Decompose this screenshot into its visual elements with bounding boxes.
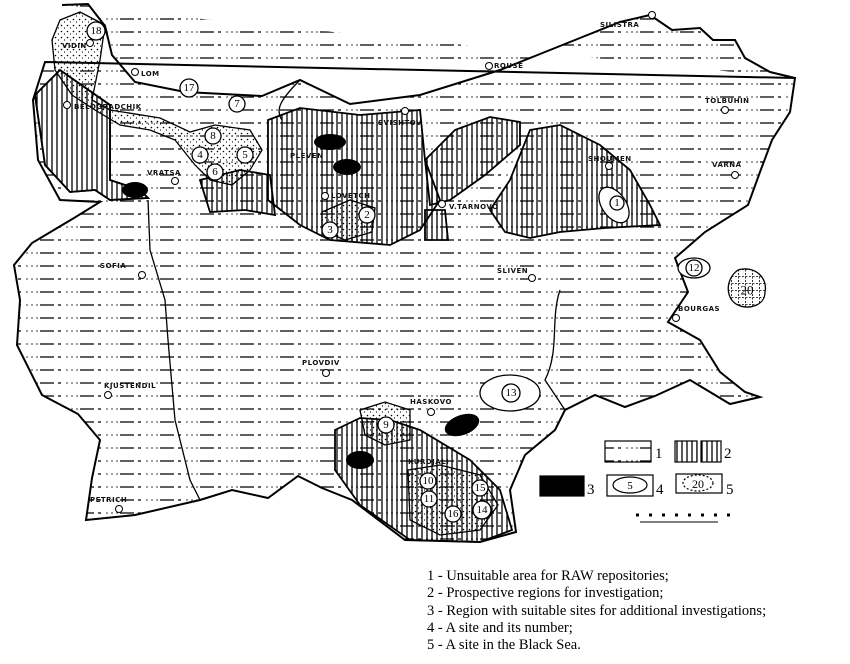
caption-line-4: 4 - A site and its number; (427, 619, 573, 636)
legend-swatch-2 (700, 440, 722, 463)
site-8: 8 (204, 127, 222, 145)
site-10: 10 (419, 472, 437, 490)
city-plovdiv: PLOVDIV (302, 359, 340, 367)
legend-swatch-1 (604, 440, 652, 463)
svg-text:14: 14 (477, 504, 489, 516)
city-kyustendil: KJUSTENDIL (104, 382, 156, 390)
svg-text:4: 4 (197, 149, 203, 161)
city-vratsa: VRATSA (147, 169, 181, 177)
caption-line-1: 1 - Unsuitable area for RAW repositories… (427, 568, 669, 584)
map-legend: 1 2 3 5 4 20 5 (539, 440, 734, 523)
site-16: 16 (444, 505, 462, 523)
svg-text:4: 4 (656, 482, 664, 498)
city-lom: LOM (141, 70, 160, 78)
site-18: 18 (86, 21, 106, 41)
site-13: 13 (501, 383, 521, 403)
svg-text:17: 17 (184, 82, 196, 94)
svg-text:6: 6 (212, 166, 218, 178)
svg-text:13: 13 (506, 387, 518, 399)
site-5: 5 (236, 146, 254, 164)
city-burgas: BOURGAS (678, 305, 720, 313)
city-sofia: SOFIA (100, 262, 126, 270)
svg-text:7: 7 (234, 98, 240, 110)
site-14: 14 (472, 500, 492, 520)
site-12: 12 (685, 259, 703, 277)
svg-text:12: 12 (689, 262, 700, 274)
city-pleven: PLEVEN (290, 152, 323, 160)
city-kardzhali: KURDJALI (408, 458, 449, 466)
city-svishtov: SVISHTOV (378, 119, 422, 127)
svg-text:5: 5 (726, 482, 734, 498)
city-labels: VIDIN LOM BELOGRADCHIK VRATSA PLEVEN LOV… (62, 21, 750, 504)
svg-text:16: 16 (448, 508, 460, 520)
city-silistra: SILISTRA (600, 21, 639, 29)
svg-text:2: 2 (724, 446, 732, 462)
city-petrich: PETRICH (90, 496, 127, 504)
svg-text:15: 15 (475, 482, 487, 494)
svg-text:18: 18 (91, 25, 103, 37)
svg-text:3: 3 (587, 482, 595, 498)
svg-text:2: 2 (364, 209, 370, 221)
city-lovech: LOVETCH (331, 192, 370, 200)
site-9: 9 (377, 416, 395, 434)
svg-text:11: 11 (424, 493, 435, 505)
city-tolbuhin: TOLBUHIN (705, 97, 750, 105)
internal-borders (147, 79, 566, 501)
site-15: 15 (471, 479, 489, 497)
site-2: 2 (358, 206, 376, 224)
svg-text:8: 8 (210, 130, 216, 142)
svg-text:1: 1 (614, 197, 620, 209)
suitable-regions (122, 134, 480, 469)
city-ruse: ROUSE (494, 62, 523, 70)
legend-swatch-3 (539, 475, 585, 497)
site-4: 4 (191, 146, 209, 164)
city-shumen: SHOUMEN (588, 155, 632, 163)
city-vidin: VIDIN (62, 42, 87, 50)
site-20: 20 (741, 283, 754, 298)
svg-text:1: 1 (655, 446, 663, 462)
site-6: 6 (206, 163, 224, 181)
cities (63, 11, 739, 513)
site-1: 1 (609, 195, 625, 211)
city-belogradchik: BELOGRADCHIK (74, 103, 142, 111)
bulgaria-map: VIDIN LOM BELOGRADCHIK VRATSA PLEVEN LOV… (12, 2, 797, 544)
site-7: 7 (228, 95, 246, 113)
site-11: 11 (420, 490, 438, 508)
svg-text:20: 20 (741, 283, 754, 298)
svg-text:20: 20 (692, 477, 704, 491)
site-3: 3 (321, 221, 339, 239)
legend-caption: 1 - Unsuitable area for RAW repositories… (427, 568, 766, 654)
svg-text:5: 5 (242, 149, 248, 161)
site-markers: 1 2 3 4 5 6 7 8 9 10 11 12 13 14 15 16 1… (86, 21, 754, 523)
city-tarnovo: V.TARNOVO (449, 203, 499, 211)
svg-text:9: 9 (383, 419, 389, 431)
caption-line-2: 2 - Prospective regions for investigatio… (427, 585, 664, 602)
caption-line-3: 3 - Region with suitable sites for addit… (427, 602, 767, 619)
city-varna: VARNA (712, 161, 742, 169)
city-haskovo: HASKOVO (410, 398, 452, 406)
svg-text:10: 10 (423, 475, 435, 487)
svg-text:3: 3 (327, 224, 333, 236)
svg-text:5: 5 (627, 480, 633, 492)
caption-line-5: 5 - A site in the Black Sea. (427, 637, 581, 654)
city-sliven: SLIVEN (497, 267, 528, 275)
site-17: 17 (179, 78, 199, 98)
